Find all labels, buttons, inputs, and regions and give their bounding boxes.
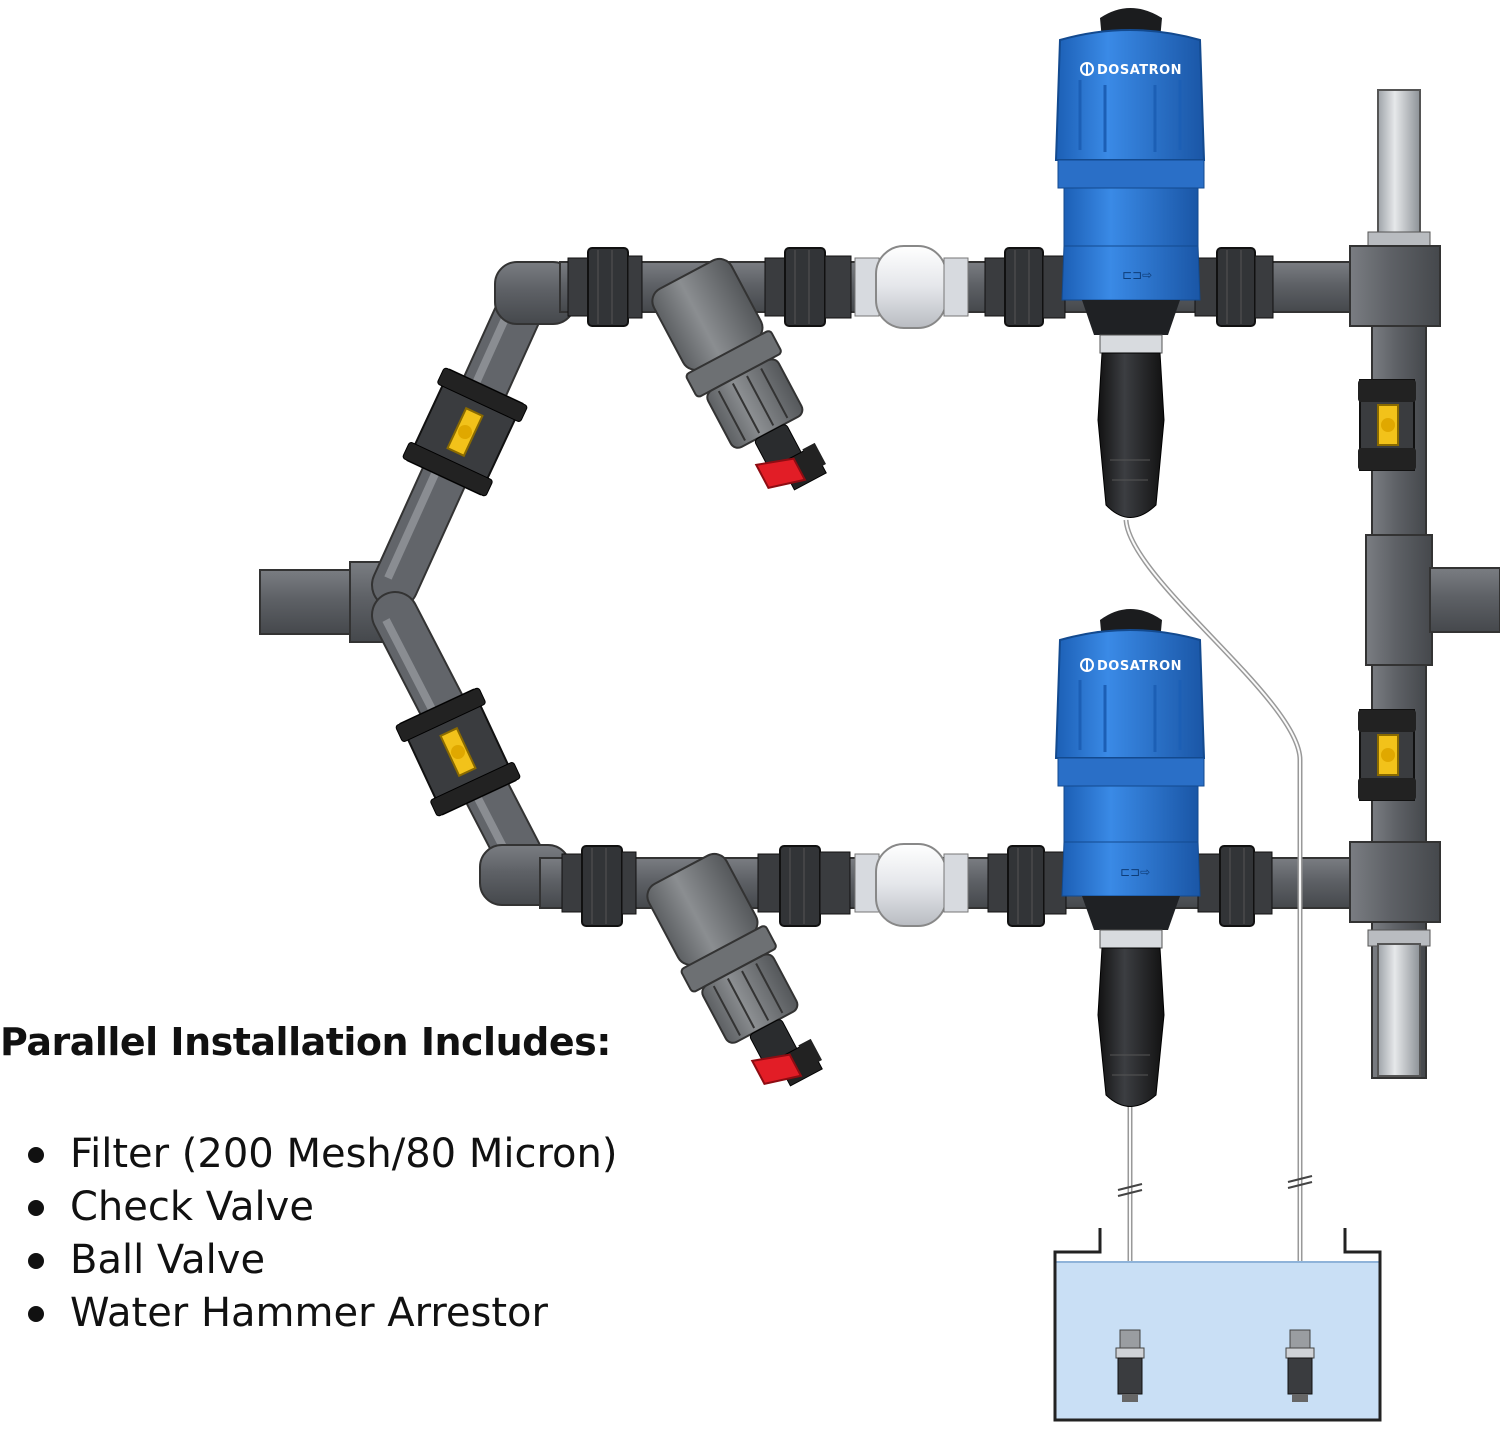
ball-valve-upper-left xyxy=(402,367,528,497)
dosatron-logo-upper: DOSATRON xyxy=(1080,62,1182,78)
ball-valve-right-upper xyxy=(1358,379,1416,471)
solution-tank xyxy=(1053,1228,1382,1422)
bullet-icon xyxy=(28,1147,44,1163)
bullet-icon xyxy=(28,1253,44,1269)
tube-break-marks xyxy=(1117,1175,1313,1197)
list-item: Filter (200 Mesh/80 Micron) xyxy=(28,1128,617,1181)
union-lower-1 xyxy=(561,845,637,927)
svg-text:⊏⊐⇨: ⊏⊐⇨ xyxy=(1122,268,1152,282)
list-item-label: Water Hammer Arrestor xyxy=(70,1290,548,1336)
dispenser-lower: ⊏⊐⇨ xyxy=(1054,609,1206,1107)
drain-valve-upper xyxy=(754,442,827,491)
check-valve-lower xyxy=(854,843,969,927)
union-upper-4 xyxy=(1194,247,1274,327)
union-lower-3 xyxy=(987,845,1067,927)
tee-lower xyxy=(1349,841,1441,923)
bullet-icon xyxy=(28,1306,44,1322)
union-lower-2 xyxy=(757,845,851,927)
ball-valve-lower-left xyxy=(395,687,521,817)
ball-valve-right-lower xyxy=(1358,709,1416,801)
union-upper-2 xyxy=(764,247,852,327)
check-valve-upper xyxy=(854,245,969,329)
brand-label-upper: DOSATRON xyxy=(1097,63,1182,78)
dispenser-upper: ⊏⊐⇨ xyxy=(1054,8,1206,518)
tee-upper xyxy=(1349,245,1441,327)
list-item-label: Filter (200 Mesh/80 Micron) xyxy=(70,1131,618,1177)
brand-label-lower: DOSATRON xyxy=(1097,659,1182,674)
list-item-label: Check Valve xyxy=(70,1184,314,1230)
union-lower-4 xyxy=(1197,845,1273,927)
suction-strainer-right xyxy=(1285,1329,1315,1402)
dosatron-logo-lower: DOSATRON xyxy=(1080,658,1182,674)
list-item: Check Valve xyxy=(28,1181,617,1234)
union-upper-3 xyxy=(984,247,1066,327)
drain-valve-lower xyxy=(750,1038,823,1087)
filter-upper xyxy=(651,257,806,479)
union-upper-1 xyxy=(567,247,643,327)
svg-text:⊏⊐⇨: ⊏⊐⇨ xyxy=(1120,865,1150,879)
suction-strainer-left xyxy=(1115,1329,1145,1402)
installation-heading: Parallel Installation Includes: xyxy=(0,1020,611,1064)
list-item: Ball Valve xyxy=(28,1234,617,1287)
included-items-list: Filter (200 Mesh/80 Micron) Check Valve … xyxy=(28,1128,617,1340)
outlet-tee xyxy=(1365,534,1500,666)
bullet-icon xyxy=(28,1200,44,1216)
list-item: Water Hammer Arrestor xyxy=(28,1287,617,1340)
list-item-label: Ball Valve xyxy=(70,1237,266,1283)
